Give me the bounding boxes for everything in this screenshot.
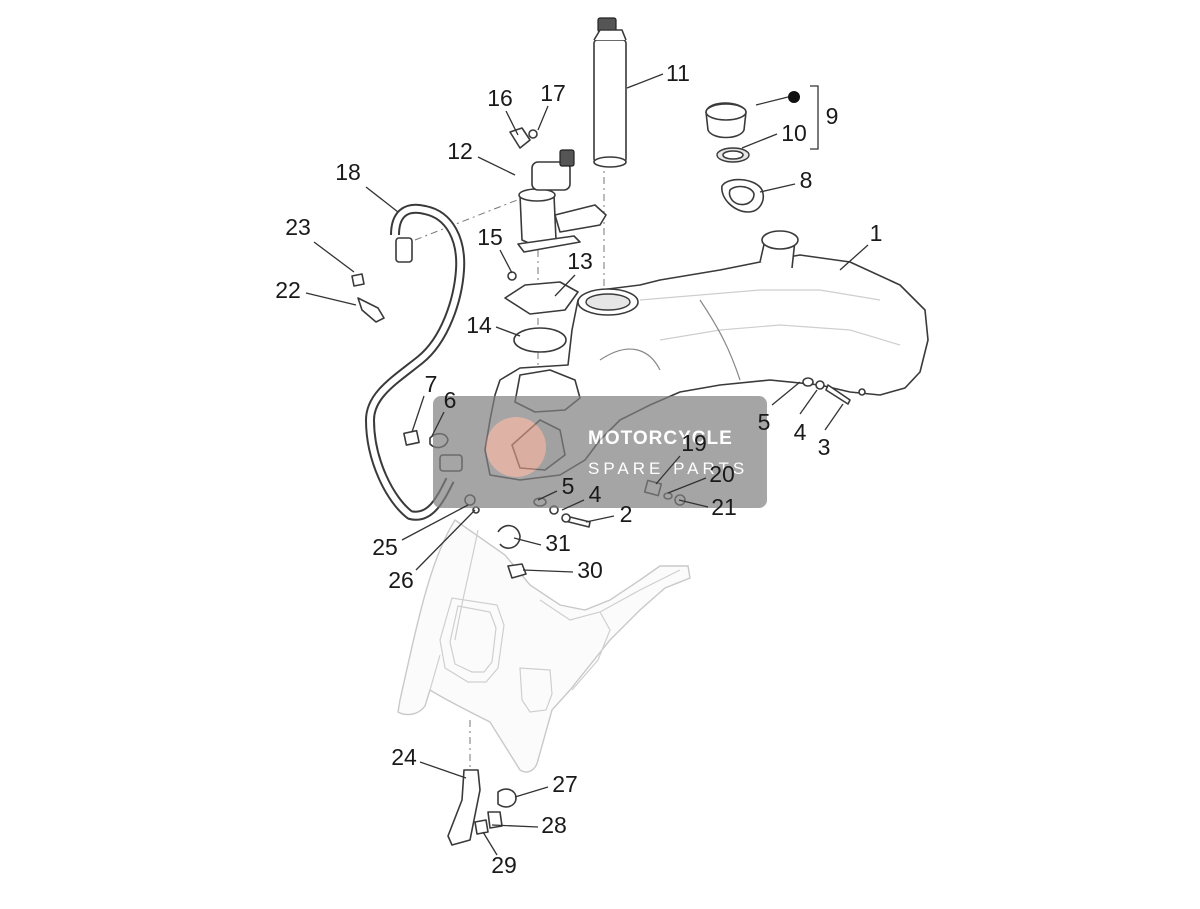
watermark-subtitle: SPARE PARTS <box>588 459 748 478</box>
watermark-badge <box>486 417 546 477</box>
leader-line-c22 <box>305 292 357 306</box>
callout-c24: 24 <box>391 744 417 770</box>
callout-c26: 26 <box>388 567 414 593</box>
part-clamps-lower <box>497 524 527 579</box>
leader-line-c26 <box>415 509 476 571</box>
callout-c5b: 5 <box>562 473 575 499</box>
callout-c31: 31 <box>545 530 571 556</box>
leader-line-c17 <box>537 105 549 131</box>
leader-line-c13 <box>554 274 576 297</box>
callout-c23: 23 <box>285 214 311 240</box>
callout-c28: 28 <box>541 812 567 838</box>
callout-c8: 8 <box>800 167 813 193</box>
callout-c4: 4 <box>794 419 807 445</box>
part-fuel-sender <box>593 17 627 168</box>
callout-c1: 1 <box>870 220 883 246</box>
part-bracket-sensor <box>447 769 517 846</box>
part-fuel-pump <box>509 127 607 253</box>
leader-line-c19 <box>655 455 681 485</box>
callout-c5: 5 <box>758 409 771 435</box>
leader-line-c25 <box>401 504 469 541</box>
leader-line-c4 <box>799 389 818 415</box>
part-pump-plate <box>504 271 579 353</box>
watermark-title: MOTORCYCLE <box>588 428 733 449</box>
leader-line-c30 <box>522 569 574 573</box>
callout-c2: 2 <box>620 501 633 527</box>
callout-c13: 13 <box>567 248 593 274</box>
callout-c3: 3 <box>818 434 831 460</box>
leader-line-c14 <box>495 326 521 337</box>
callout-c15: 15 <box>477 224 503 250</box>
callout-c18: 18 <box>335 159 361 185</box>
part-gasket <box>721 178 764 213</box>
leader-line-c12 <box>477 156 516 176</box>
leader-line-c1 <box>839 244 869 271</box>
leader-line-c27 <box>514 786 549 798</box>
watermark: MOTORCYCLE SPARE PARTS <box>433 396 767 508</box>
callout-c30: 30 <box>577 557 603 583</box>
callout-c6: 6 <box>444 387 457 413</box>
leader-line-c6 <box>431 411 445 437</box>
leader-line-c5b <box>537 490 558 501</box>
leader-line-c20 <box>667 477 707 494</box>
leader-line-c29 <box>482 831 498 856</box>
callout-c14: 14 <box>466 312 492 338</box>
leader-line-c15 <box>499 249 513 274</box>
callout-c16: 16 <box>487 85 513 111</box>
callout-c21: 21 <box>711 494 737 520</box>
leader-line-c2 <box>585 515 615 523</box>
callout-c9: 9 <box>826 103 839 129</box>
leader-line-c3 <box>824 403 844 431</box>
callout-c27: 27 <box>552 771 578 797</box>
leader-line-c18 <box>365 186 399 213</box>
leader-line-c7 <box>411 395 425 433</box>
selected-dot-icon <box>788 91 800 103</box>
callout-c19: 19 <box>681 430 707 456</box>
leader-line-c24 <box>419 761 467 779</box>
callout-c11: 11 <box>666 60 690 86</box>
callout-c20: 20 <box>709 461 735 487</box>
leader-line-c4b <box>561 499 585 511</box>
leader-line-c5 <box>771 381 801 406</box>
callout-c4b: 4 <box>589 481 602 507</box>
part-fuel-cap <box>705 85 819 163</box>
callout-c12: 12 <box>447 138 473 164</box>
scooter-frame-ghost <box>397 519 691 773</box>
leader-line-c28 <box>491 824 539 828</box>
leader-line-c21 <box>678 499 709 508</box>
callout-c25: 25 <box>372 534 398 560</box>
part-clip-nut <box>351 273 385 323</box>
leader-line-c11 <box>626 73 664 89</box>
callout-c29: 29 <box>491 852 517 878</box>
leader-line-c10 <box>741 133 778 149</box>
callout-c22: 22 <box>275 277 301 303</box>
leader-line-c23 <box>313 241 355 273</box>
leader-line-c16 <box>505 110 519 136</box>
leader-line-c8 <box>759 183 796 193</box>
callout-c10: 10 <box>781 120 807 146</box>
callout-c7: 7 <box>425 371 438 397</box>
callout-c17: 17 <box>540 80 566 106</box>
leader-line-c31 <box>513 537 542 546</box>
